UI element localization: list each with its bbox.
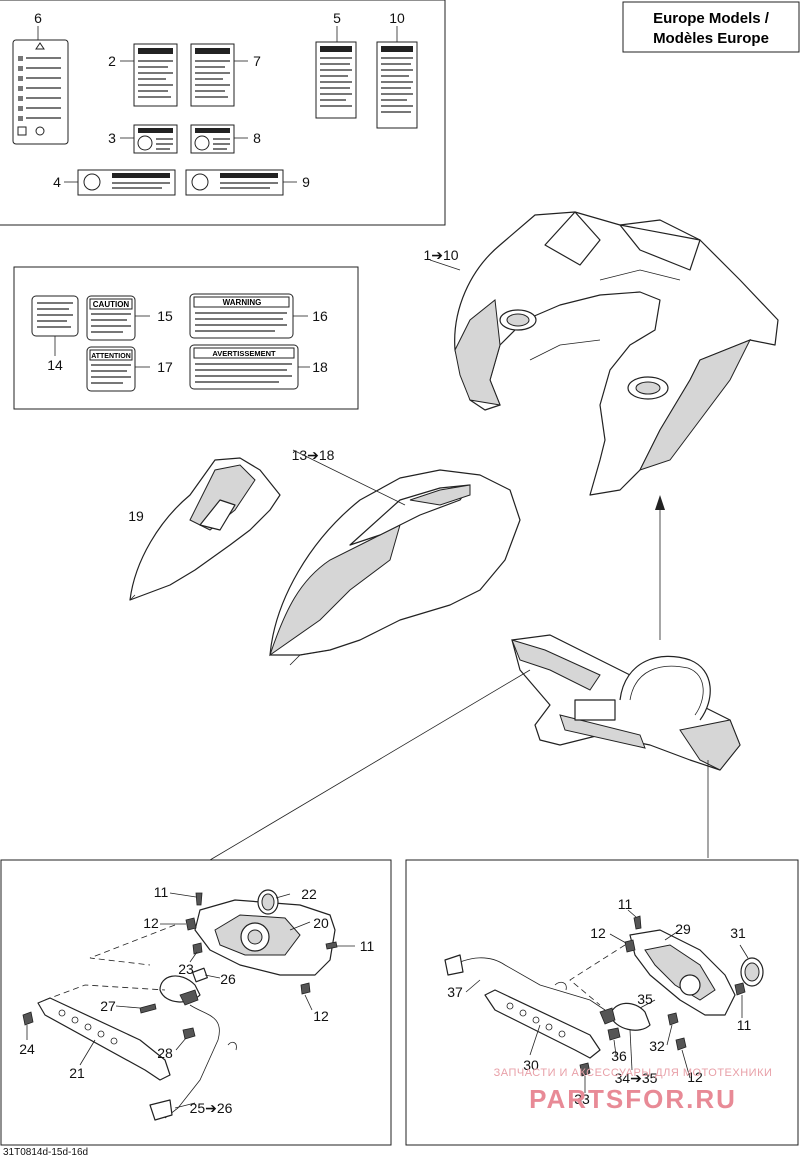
- callout-right-35: 35: [637, 991, 653, 1007]
- decal-10: [376, 41, 418, 129]
- decal-3: [133, 124, 178, 154]
- avertissement-text: AVERTISSEMENT: [212, 349, 276, 358]
- callout-9: 9: [302, 174, 310, 190]
- europe-decal-box: [0, 0, 446, 226]
- callout-left-12-top: 12: [143, 915, 159, 931]
- callout-14: 14: [47, 357, 63, 373]
- callout-left-11-top: 11: [154, 884, 169, 900]
- callout-4: 4: [53, 174, 61, 190]
- callout-right-37: 37: [447, 984, 463, 1000]
- callout-left-12-bottom: 12: [313, 1008, 329, 1024]
- right-taillight-box: [405, 859, 799, 1146]
- decal-18: AVERTISSEMENT: [189, 344, 299, 390]
- decal-2: [133, 43, 178, 107]
- watermark-subtitle: ЗАПЧАСТИ И АКСЕССУАРЫ ДЛЯ МОТОТЕХНИКИ: [494, 1067, 773, 1079]
- decal-9: [185, 169, 284, 196]
- callout-right-11-top: 11: [618, 896, 633, 912]
- callout-10: 10: [389, 10, 405, 26]
- callout-15: 15: [157, 308, 173, 324]
- decal-6: [12, 39, 69, 145]
- callout-3: 3: [108, 130, 116, 146]
- callout-left-21: 21: [69, 1065, 85, 1081]
- callout-right-11-bottom: 11: [737, 1017, 752, 1033]
- callout-16: 16: [312, 308, 328, 324]
- callout-left-25-26: 25➔26: [190, 1100, 233, 1116]
- callout-right-12-bottom: 12: [687, 1069, 703, 1085]
- warning-text: WARNING: [223, 298, 262, 307]
- watermark: ЗАПЧАСТИ И АКСЕССУАРЫ ДЛЯ МОТОТЕХНИКИ PA…: [494, 1067, 773, 1114]
- callout-2: 2: [108, 53, 116, 69]
- left-taillight-box: [0, 859, 392, 1146]
- callout-left-26: 26: [220, 971, 236, 987]
- decal-17: ATTENTION: [86, 346, 136, 392]
- callout-5: 5: [333, 10, 341, 26]
- callout-left-24: 24: [19, 1041, 35, 1057]
- decal-5: [315, 41, 357, 119]
- decal-14: [31, 295, 79, 337]
- callout-18: 18: [312, 359, 328, 375]
- callout-left-11-right: 11: [360, 938, 375, 954]
- drawing-code: 31T0814d-15d-16d: [3, 1147, 88, 1158]
- callout-left-22: 22: [301, 886, 317, 902]
- decal-4: [77, 169, 176, 196]
- callout-right-30: 30: [523, 1057, 539, 1073]
- callout-left-23: 23: [178, 961, 194, 977]
- attention-text: ATTENTION: [91, 353, 131, 360]
- callout-13-18: 13➔18: [292, 447, 335, 463]
- callout-1-10: 1➔10: [423, 247, 458, 263]
- title-line2: Modèles Europe: [653, 30, 769, 47]
- callout-labels: 6 5 10 2 7 3 8 4 9 1➔10 15 16 14 17 18 1…: [19, 10, 751, 1116]
- callout-right-29: 29: [675, 921, 691, 937]
- part-19-cover: [129, 457, 281, 601]
- callout-19: 19: [128, 508, 144, 524]
- callout-right-31: 31: [730, 925, 746, 941]
- title-line1: Europe Models /: [653, 10, 770, 27]
- decal-16: WARNING: [189, 293, 294, 339]
- callout-right-32: 32: [649, 1038, 665, 1054]
- callout-right-33: 33: [574, 1091, 590, 1107]
- decal-7: [190, 43, 235, 107]
- callout-right-36: 36: [611, 1048, 627, 1064]
- callout-8: 8: [253, 130, 261, 146]
- callout-17: 17: [157, 359, 173, 375]
- callout-6: 6: [34, 10, 42, 26]
- callout-7: 7: [253, 53, 261, 69]
- decal-box-13-18: CAUTION WARNING ATTENTION AVERTISSEMENT: [13, 266, 359, 410]
- rear-fender: [454, 211, 779, 496]
- caution-text: CAUTION: [93, 300, 130, 309]
- decal-15: CAUTION: [86, 295, 136, 341]
- callout-right-12-top: 12: [590, 925, 606, 941]
- callout-left-20: 20: [313, 915, 329, 931]
- decal-8: [190, 124, 235, 154]
- assembly-arrow: [209, 259, 709, 861]
- callout-right-34-35: 34➔35: [615, 1070, 658, 1086]
- title-box: Europe Models / Modèles Europe: [622, 1, 800, 53]
- front-fender: [269, 469, 521, 666]
- watermark-logo: PARTSFOR.RU: [529, 1084, 737, 1114]
- rack-frame: [511, 634, 741, 771]
- callout-left-28: 28: [157, 1045, 173, 1061]
- callout-left-27: 27: [100, 998, 116, 1014]
